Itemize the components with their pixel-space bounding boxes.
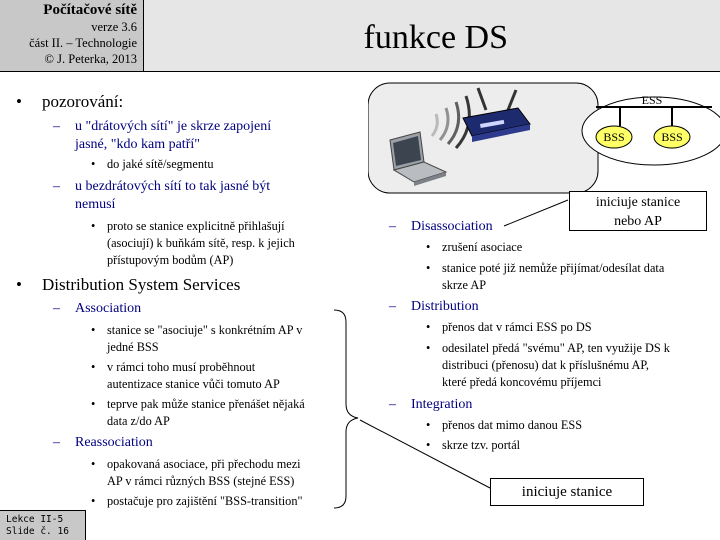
distrib-item2-line3: které předá koncovému příjemci bbox=[442, 375, 602, 389]
slide-footer: Lekce II-5 Slide č. 16 bbox=[0, 510, 86, 540]
explicit-login-line2: (asociují) k buňkám sítě, resp. k jejich bbox=[107, 236, 295, 250]
explicit-login-line1: proto se stanice explicitně přihlašují bbox=[91, 218, 285, 235]
assoc-item3-line1: teprve pak může stanice přenášet nějaká bbox=[91, 396, 305, 413]
brace-shape bbox=[333, 309, 359, 509]
assoc-item2-line2: autentizace stanice vůči tomuto AP bbox=[107, 377, 280, 391]
reassoc-item1-line2: AP v rámci různých BSS (stejné ESS) bbox=[107, 474, 295, 488]
reassoc-item1-line1: opakovaná asociace, při přechodu mezi bbox=[91, 456, 301, 473]
copyright-label: © J. Peterka, 2013 bbox=[44, 52, 137, 66]
callout-line-bottom bbox=[359, 419, 491, 489]
disassociation-heading: Disassociation bbox=[389, 218, 493, 236]
assoc-item3-line2: data z/do AP bbox=[107, 414, 170, 428]
lesson-label: Lekce II-5 bbox=[6, 514, 64, 525]
wireless-note-line1: u bezdrátových sítí to tak jasné být bbox=[53, 178, 270, 196]
note-top-line2: nebo AP bbox=[614, 214, 662, 229]
segment-item: do jaké sítě/segmentu bbox=[91, 156, 213, 173]
laptop-icon bbox=[389, 131, 448, 186]
access-point-icon bbox=[462, 87, 531, 142]
bss-label-2: BSS bbox=[661, 130, 682, 144]
disassoc-item1: zrušení asociace bbox=[426, 239, 522, 256]
wired-note-line2: jasné, "kdo kam patří" bbox=[75, 137, 200, 152]
version-label: verze 3.6 bbox=[91, 20, 137, 34]
part-label: část II. – Technologie bbox=[29, 36, 137, 50]
slide-title: funkce DS bbox=[363, 19, 508, 56]
bss-node-2 bbox=[653, 125, 691, 149]
distrib-item1: přenos dat v rámci ESS po DS bbox=[426, 319, 592, 336]
integ-item1: přenos dat mimo danou ESS bbox=[426, 417, 582, 434]
wireless-note-line2: nemusí bbox=[75, 197, 116, 212]
bss-node-1 bbox=[595, 125, 633, 149]
reassociation-heading: Reassociation bbox=[53, 434, 153, 452]
assoc-item1-line1: stanice se "asociuje" s konkrétním AP v bbox=[91, 322, 302, 339]
distrib-item2-line2: distribuci (přenosu) dat k příslušnému A… bbox=[442, 358, 649, 372]
title-bar: funkce DS bbox=[144, 0, 720, 72]
association-heading: Association bbox=[53, 300, 141, 318]
bss-label-1: BSS bbox=[603, 130, 624, 144]
bullet-dss: Distribution System Services bbox=[16, 275, 240, 295]
note-station-or-ap: iniciuje stanice nebo AP bbox=[569, 191, 707, 231]
wired-note-line1: u "drátových sítí" je skrze zapojení bbox=[53, 118, 271, 136]
note-top-line1: iniciuje stanice bbox=[595, 195, 681, 210]
explicit-login-line3: přístupovým bodům (AP) bbox=[107, 253, 234, 267]
slide-number: Slide č. 16 bbox=[6, 526, 69, 537]
disassoc-item2-line2: skrze AP bbox=[442, 278, 487, 292]
wireless-illustration: ESS BSS BSS bbox=[368, 82, 720, 194]
course-name: Počítačové sítě bbox=[43, 2, 137, 18]
header-info-box: Počítačové sítě verze 3.6 část II. – Tec… bbox=[0, 0, 144, 72]
ess-label: ESS bbox=[642, 93, 663, 107]
distribution-heading: Distribution bbox=[389, 298, 479, 316]
note-station: iniciuje stanice bbox=[490, 478, 644, 506]
distrib-item2-line1: odesilatel předá "svému" AP, ten využije… bbox=[426, 340, 670, 357]
integration-heading: Integration bbox=[389, 396, 473, 414]
disassoc-item2-line1: stanice poté již nemůže přijímat/odesíla… bbox=[426, 260, 664, 277]
callout-line-top bbox=[503, 199, 569, 227]
reassoc-item2: postačuje pro zajištění "BSS-transition" bbox=[91, 493, 302, 510]
integ-item2: skrze tzv. portál bbox=[426, 437, 520, 454]
bullet-observation: pozorování: bbox=[16, 92, 123, 112]
assoc-item1-line2: jedné BSS bbox=[107, 340, 159, 354]
assoc-item2-line1: v rámci toho musí proběhnout bbox=[91, 359, 255, 376]
